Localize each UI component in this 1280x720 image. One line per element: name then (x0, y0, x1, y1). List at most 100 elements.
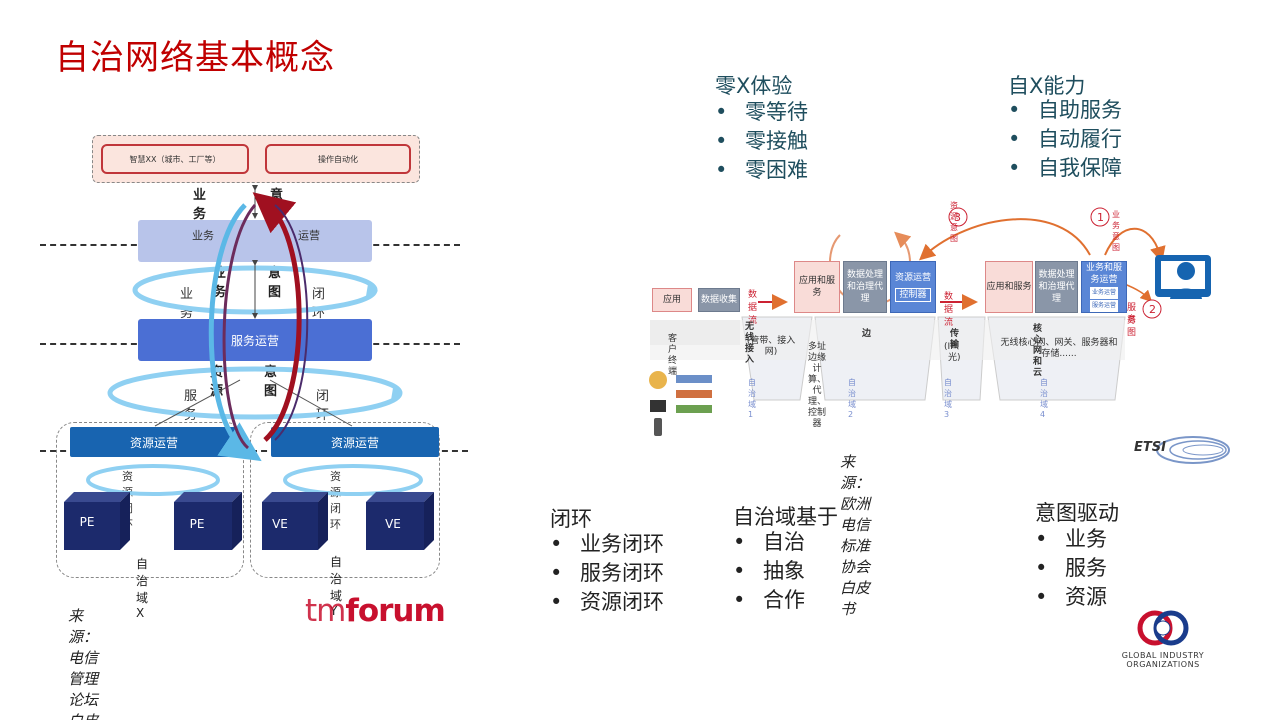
list-item: 自动履行 (1008, 125, 1122, 154)
flow-service-b: 意图 (1127, 315, 1137, 338)
data-flow-2-label: 数据流 (944, 292, 954, 328)
domain-x-label: 自治域X (136, 557, 149, 620)
smart-city-box: 智慧XX（城市、工厂等） (101, 144, 249, 174)
self-x-list: 自助服务 自动履行 自我保障 (1008, 96, 1122, 183)
list-item: 自我保障 (1008, 154, 1122, 183)
bar-wireless-title: 无线接入 (745, 322, 755, 365)
etsi-logo: ETSI (1128, 432, 1232, 468)
res-ops-box: 资源运营 控制器 (890, 261, 936, 313)
biz-service-box: 业务和服务运营 业务运营 服务运营 (1081, 261, 1127, 313)
bar-edge-title: 边 (862, 329, 872, 339)
ops-automation-box: 操作自动化 (265, 144, 411, 174)
closed-loop-heading: 闭环 (550, 507, 592, 531)
list-item: 自助服务 (1008, 96, 1122, 125)
bar-customer: 客户终端 (668, 334, 678, 377)
res-loop-right (283, 464, 423, 496)
app-service-2-box: 应用和服务 (985, 261, 1033, 313)
list-item: 合作 (733, 586, 805, 615)
zero-x-heading: 零X体验 (715, 74, 793, 98)
layer-ops-label: 运营 (298, 229, 320, 242)
service-ops-layer: 服务运营 (138, 319, 372, 361)
cube-ve-2 (366, 492, 434, 550)
resource-ops-right: 资源运营 (271, 427, 439, 457)
domain-3: 自治域3 (944, 378, 952, 419)
flow-3-text: 资源意图 (950, 201, 958, 243)
app-box: 应用 (652, 288, 692, 312)
domain-heading: 自治域基于 (733, 505, 838, 529)
data-proc-2-box: 数据处理和治理代理 (1035, 261, 1078, 313)
flow-resource-intent: 资源意图 (950, 200, 958, 244)
gio-emblem (1137, 610, 1189, 646)
loop-arrow-head (391, 388, 402, 400)
num-3: 3 (954, 211, 961, 224)
num-2: 2 (1149, 303, 1156, 316)
domain-1: 自治域1 (748, 378, 756, 419)
intent-heading: 意图驱动 (1035, 501, 1119, 525)
gio-logo: GLOBAL INDUSTRY ORGANIZATIONS (1115, 608, 1211, 670)
tmforum-logo: tmforum (305, 593, 446, 629)
tmf-graphics (64, 185, 434, 550)
layer-business-label: 业务 (192, 229, 214, 242)
gio-line1: GLOBAL INDUSTRY (1121, 651, 1205, 660)
sub-b-label: 服务运营 (1089, 300, 1118, 312)
bar-trans-title: 传输 (950, 329, 960, 350)
app-service-1-box: 应用和服务 (794, 261, 840, 313)
num-1: 1 (1097, 211, 1104, 224)
service-loop (107, 366, 403, 420)
data-collect-box: 数据收集 (698, 288, 740, 312)
list-item: 零等待 (715, 98, 808, 127)
domain-4: 自治域4 (1040, 378, 1048, 419)
res-ops-label: 资源运营 (894, 273, 931, 283)
bar-core-sub: 无线核心网、网关、服务器和存储...... (1000, 338, 1118, 359)
list-item: 服务闭环 (550, 559, 664, 588)
cube-pe-1 (64, 492, 130, 550)
list-item: 资源闭环 (550, 588, 664, 617)
logo-forum-text: forum (345, 593, 445, 629)
etsi-source: 来源：欧洲电信标准协会白皮书 (840, 453, 871, 618)
controller-label: 控制器 (895, 288, 931, 302)
gio-line2: ORGANIZATIONS (1126, 660, 1200, 669)
res-loop-left (86, 464, 220, 496)
biz-service-label: 业务和服务运营 (1085, 263, 1122, 285)
cube-ve-1 (262, 492, 328, 550)
list-item: 服务 (1035, 554, 1107, 583)
data-proc-1-box: 数据处理和治理代理 (843, 261, 887, 313)
cube-ve-2-label: VE (385, 517, 401, 531)
data-flow-1-label: 数据流 (748, 290, 758, 326)
domain-y-label: 自治域Y (330, 555, 343, 618)
resource-ops-left: 资源运营 (70, 427, 238, 457)
domain-2: 自治域2 (848, 378, 856, 419)
tmf-source: 来源：电信管理论坛白皮书 (68, 607, 99, 720)
cube-ve-1-label: VE (272, 517, 288, 531)
domain-x-box (56, 422, 244, 578)
bar-trans-sub: (IP、光) (944, 342, 965, 363)
list-item: 业务 (1035, 525, 1107, 554)
closed-loop-list: 业务闭环 服务闭环 资源闭环 (550, 530, 664, 617)
zero-x-list: 零等待 零接触 零困难 (715, 98, 808, 185)
cube-pe-1-label: PE (79, 515, 95, 529)
sub-a-label: 业务运营 (1089, 287, 1118, 299)
bar-core-title: 核心网和云 (1033, 324, 1043, 378)
intent-list: 业务 服务 资源 (1035, 525, 1107, 612)
loop-arrow-head (366, 284, 378, 296)
smart-scenario-box: 智慧XX（城市、工厂等） 操作自动化 (92, 135, 420, 183)
list-item: 资源 (1035, 583, 1107, 612)
cube-pe-2 (174, 492, 242, 550)
etsi-logo-text: ETSI (1134, 440, 1166, 455)
flow-business-intent: 业务意图 (1112, 210, 1120, 252)
bar-edge-sub: 多址边缘计算、代理、控制器 (808, 342, 827, 429)
logo-tm-text: tm (305, 593, 346, 629)
cube-pe-2-label: PE (189, 517, 205, 531)
bar-wireless-sub: (管带、接入网) (746, 336, 796, 357)
top-business-label: 业务 (193, 188, 207, 222)
list-item: 自治 (733, 528, 805, 557)
list-item: 业务闭环 (550, 530, 664, 559)
list-item: 抽象 (733, 557, 805, 586)
list-item: 零接触 (715, 127, 808, 156)
etsi-graphics (649, 207, 1211, 436)
page-title: 自治网络基本概念 (55, 38, 335, 78)
self-x-heading: 自X能力 (1008, 74, 1086, 98)
list-item: 零困难 (715, 156, 808, 185)
domain-list: 自治 抽象 合作 (733, 528, 805, 615)
flow-service-a: 服务 (1127, 303, 1137, 326)
